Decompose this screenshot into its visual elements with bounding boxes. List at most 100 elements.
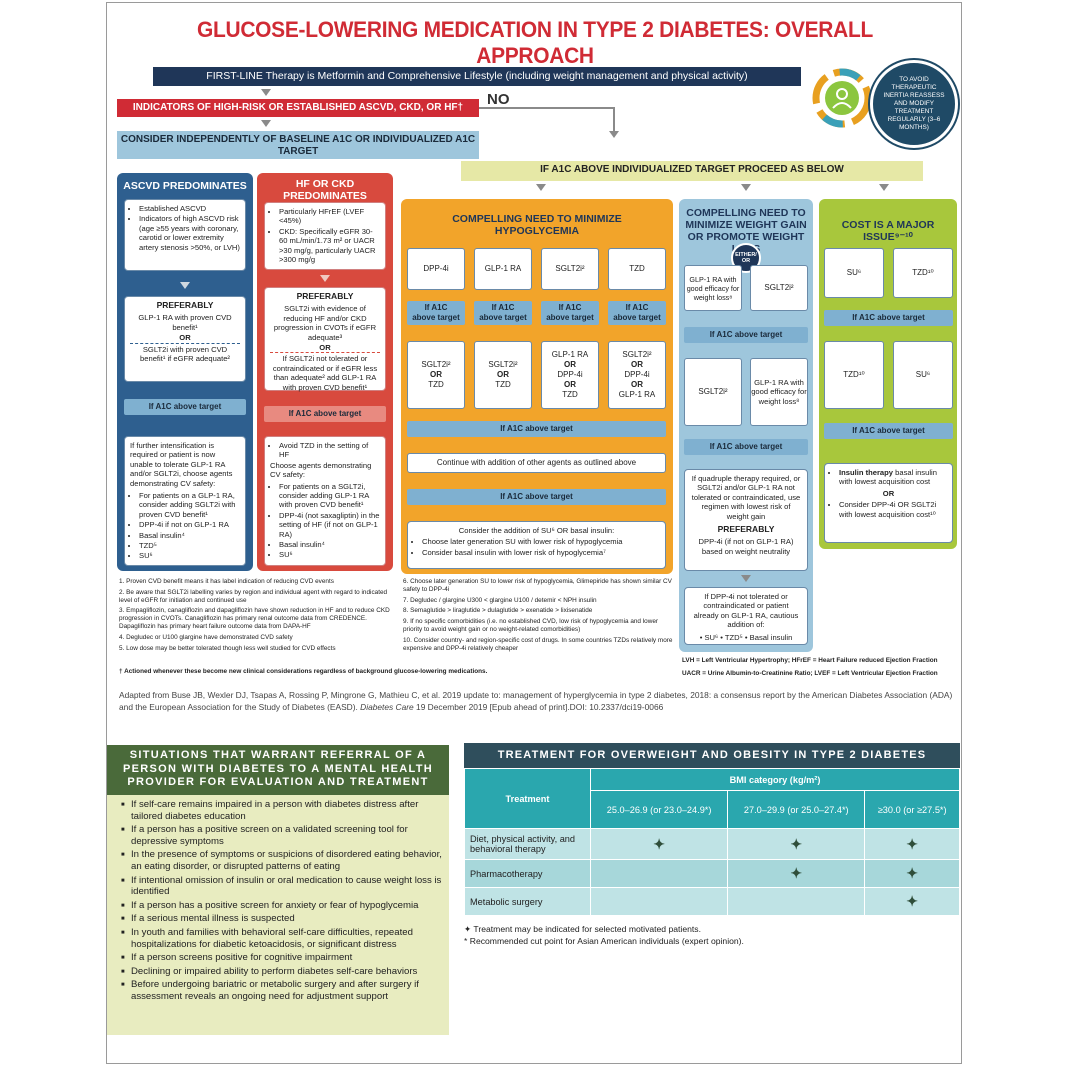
table-row: Metabolic surgery ✦ (464, 887, 960, 916)
footnote: 1. Proven CVD benefit means it has label… (119, 578, 334, 585)
ascvd-option: For patients on a GLP-1 RA, consider add… (139, 491, 240, 519)
row-label: Pharmacotherapy (464, 859, 591, 888)
row-label: Metabolic surgery (464, 887, 591, 916)
plus-icon: ✦ (727, 828, 866, 860)
poster-title: GLUCOSE-LOWERING MEDICATION IN TYPE 2 DI… (197, 17, 873, 68)
plus-icon (727, 887, 866, 916)
ascvd-head: ASCVD PREDOMINATES (123, 180, 247, 192)
ascvd-intens-text: If further intensification is required o… (130, 441, 233, 488)
obesity-head: TREATMENT FOR OVERWEIGHT AND OBESITY IN … (464, 743, 960, 768)
hypo-drug: GLP-1 RA (474, 248, 532, 290)
ascvd-option: TZD⁵ (139, 541, 240, 550)
arrow-down (741, 184, 751, 191)
footnote: 5. Low dose may be better tolerated thou… (119, 644, 336, 652)
hf-preferably-box: PREFERABLY SGLT2i with evidence of reduc… (264, 287, 386, 392)
a1c-line: above target (412, 313, 460, 322)
plus-icon: ✦ (864, 859, 960, 888)
a1c-line: If A1C (491, 303, 515, 312)
or-label: OR (497, 370, 509, 379)
obesity-note: * Recommended cut point for Asian Americ… (464, 936, 744, 946)
drug-option: SGLT2i² (488, 360, 518, 369)
ascvd-pref1: GLP-1 RA with proven CVD benefit¹ (138, 313, 232, 332)
hf-choose-agents: Avoid TZD in the setting of HF Choose ag… (264, 436, 386, 566)
footnotes-right: 6. Choose later generation SU to lower r… (403, 578, 673, 655)
ascvd-criteria: Established ASCVD Indicators of high ASC… (124, 199, 246, 271)
cost-insulin-box: Insulin therapy basal insulin with lowes… (824, 463, 953, 543)
hypo-drug: SGLT2i² (541, 248, 599, 290)
arrow-down (536, 184, 546, 191)
hypo-a1c-bar: If A1C above target (407, 421, 666, 437)
weight-option: GLP-1 RA with good efficacy for weight l… (684, 265, 742, 311)
ascvd-option: DPP-4i if not on GLP-1 RA (139, 520, 240, 529)
dagger-note: † Actioned whenever these become new cli… (119, 668, 488, 675)
journal-name: Diabetes Care (360, 702, 414, 712)
cost-head: COST IS A MAJOR ISSUE⁹⁻¹⁰ (841, 219, 935, 243)
weight-a1c-bar: If A1C above target (684, 327, 808, 343)
preferably-label: PREFERABLY (296, 291, 354, 301)
ascvd-option: SU⁶ (139, 551, 240, 560)
referral-item: If intentional omission of insulin or or… (121, 875, 443, 898)
arrow-down (741, 575, 751, 582)
plus-icon (589, 887, 729, 916)
weight-second: SGLT2i² (684, 358, 742, 426)
hf-avoid-tzd: Avoid TZD in the setting of HF (279, 441, 380, 460)
drug-option: TZD (428, 380, 444, 389)
footnote: 4. Degludec or U100 glargine have demons… (119, 633, 293, 641)
ascvd-option: Basal insulin⁴ (139, 531, 240, 540)
table-row: Diet, physical activity, and behavioral … (464, 828, 960, 860)
or-label: OR (430, 370, 442, 379)
treatment-header: Treatment (464, 768, 591, 829)
hf-option: SU⁶ (279, 550, 380, 559)
hypo-option: Choose later generation SU with lower ri… (422, 537, 660, 546)
weight-quad-text: If quadruple therapy required, or SGLT2i… (691, 474, 801, 521)
a1c-above-bar: IF A1C ABOVE INDIVIDUALIZED TARGET PROCE… (461, 161, 923, 181)
ascvd-preferably-box: PREFERABLY GLP-1 RA with proven CVD bene… (124, 296, 246, 382)
citation-line: and the European Association for the Stu… (119, 701, 955, 713)
weight-a1c-bar2: If A1C above target (684, 439, 808, 455)
referral-item: If a serious mental illness is suspected (121, 913, 443, 925)
drug-option: DPP-4i (624, 370, 650, 379)
footnote: 8. Semaglutide > liraglutide > dulagluti… (403, 607, 593, 615)
poster-page: GLUCOSE-LOWERING MEDICATION IN TYPE 2 DI… (106, 2, 962, 1064)
insulin-label: Insulin therapy (839, 468, 894, 477)
arrow-down (180, 282, 190, 289)
hf-criterion: CKD: Specifically eGFR 30-60 mL/min/1.73… (279, 227, 380, 265)
cost-a1c-bar: If A1C above target (824, 310, 953, 326)
weight-option: SGLT2i² (750, 265, 808, 311)
ascvd-intensification: If further intensification is required o… (124, 436, 246, 566)
a1c-line: above target (546, 313, 594, 322)
referral-item: If self-care remains impaired in a perso… (121, 799, 443, 822)
plus-icon: ✦ (727, 859, 866, 888)
obesity-note: ✦ Treatment may be indicated for selecte… (464, 924, 701, 934)
arrow-down (261, 120, 271, 127)
or-label: OR (130, 333, 240, 344)
cost-second: SU⁶ (893, 341, 953, 409)
footnote: 10. Consider country- and region-specifi… (403, 636, 673, 652)
cost-insulin-item: Insulin therapy basal insulin with lowes… (839, 468, 947, 487)
weight-last-text: If DPP-4i not tolerated or contraindicat… (693, 592, 799, 630)
no-label: NO (487, 91, 510, 108)
referral-item: If a person screens positive for cogniti… (121, 952, 443, 964)
obesity-notes: ✦ Treatment may be indicated for selecte… (464, 923, 960, 947)
abbrev-line: LVH = Left Ventricular Hypertrophy; HFrE… (682, 657, 938, 664)
hypo-continue: Continue with addition of other agents a… (407, 453, 666, 473)
indicators-bar: INDICATORS OF HIGH-RISK OR ESTABLISHED A… (117, 99, 479, 117)
hf-pref1: SGLT2i with evidence of reducing HF and/… (273, 304, 377, 342)
hf-a1c-bar: If A1C above target (264, 406, 386, 422)
insulin-rest: basal insulin with lowest acquisition co… (839, 468, 937, 487)
referral-item: If a person has a positive screen for an… (121, 900, 443, 912)
hf-choose-text: Choose agents demonstrating CV safety: (270, 460, 372, 480)
drug-option: GLP-1 RA (551, 350, 589, 359)
ascvd-a1c-bar: If A1C above target (124, 399, 246, 415)
arrow-down (261, 89, 271, 96)
hypo-a1c-bar2: If A1C above target (407, 489, 666, 505)
a1c-line: If A1C (625, 303, 649, 312)
drug-option: TZD (495, 380, 511, 389)
or-label: OR (631, 380, 643, 389)
hypo-consider-su: Consider the addition of SU⁶ OR basal in… (407, 521, 666, 569)
a1c-line: above target (479, 313, 527, 322)
footnote: 3. Empagliflozin, canagliflozin and dapa… (119, 607, 390, 630)
citation: Adapted from Buse JB, Wexler DJ, Tsapas … (119, 689, 955, 713)
